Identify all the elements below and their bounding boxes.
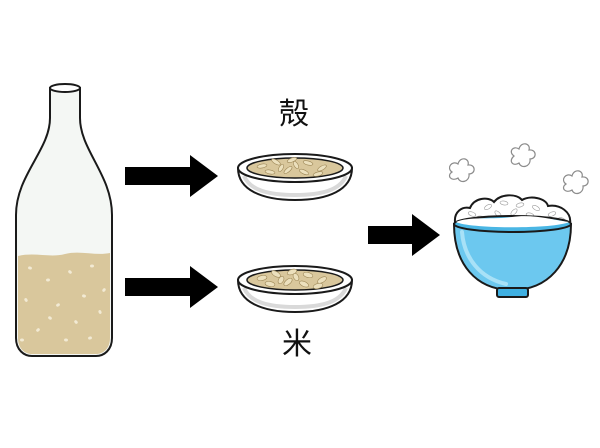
grain [20,338,24,342]
grain [46,278,50,282]
grain [68,270,72,274]
grain [56,303,60,307]
right-arrow-icon [368,214,440,256]
bottle-sediment [18,252,110,354]
grain [264,169,276,175]
grain [312,171,324,177]
grain [48,316,52,320]
sake-bottle-icon [15,83,113,357]
grain [484,204,492,210]
grain [36,328,40,332]
bottle-mouth [49,83,81,93]
grain [64,338,68,342]
grain [278,164,284,172]
grain [24,298,28,302]
grain [256,163,268,169]
husk-plate-icon [236,153,354,202]
grain [467,211,477,217]
grain [264,281,276,287]
rice-label: 米 [282,327,312,362]
grain [299,280,309,288]
grain [88,336,92,340]
grain [256,275,268,281]
grain [499,200,509,206]
grain [98,310,102,314]
grain [283,277,293,287]
grain [532,205,540,211]
right-arrow-icon [125,266,218,308]
grain [74,320,78,324]
grain [102,288,106,292]
grain [271,158,281,166]
grain [90,264,94,268]
steam-icon [448,143,589,195]
grain [302,271,314,279]
grain [82,294,86,298]
grain [547,211,557,217]
grain [28,266,32,270]
rice-plate-icon [236,265,354,314]
husk-grains [256,157,327,177]
grain [299,168,309,176]
rice-grains [256,268,327,290]
husk-label: 殻 [279,97,309,132]
grain [302,160,314,166]
grain [510,208,518,216]
grain [286,157,298,163]
grain [317,164,327,172]
right-arrow-icon [125,155,218,197]
grain [283,166,293,174]
grain [292,273,300,281]
grain [277,276,285,284]
grain [515,202,525,208]
sediment-grains [20,264,106,342]
rice-bowl-icon [452,194,573,298]
grain [312,282,324,290]
grain [293,161,299,169]
grain [317,276,327,284]
